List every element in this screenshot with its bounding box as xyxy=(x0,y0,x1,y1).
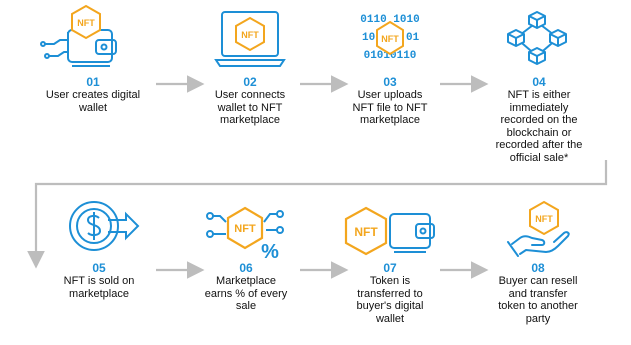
svg-text:NFT: NFT xyxy=(354,225,378,239)
step-01: 01 User creates digital wallet xyxy=(34,76,152,114)
step-number: 07 xyxy=(383,261,397,275)
step-number: 05 xyxy=(92,261,106,275)
step-description: NFT is either immediately recorded on th… xyxy=(495,89,583,164)
svg-text:01: 01 xyxy=(406,32,420,44)
step-description: Marketplace earns % of every sale xyxy=(204,275,288,312)
svg-text:NFT: NFT xyxy=(234,223,256,235)
step-number: 04 xyxy=(532,75,546,89)
step-number: 06 xyxy=(239,261,253,275)
svg-text:NFT: NFT xyxy=(381,34,399,44)
arrow-04-05 xyxy=(27,160,608,269)
svg-text:NFT: NFT xyxy=(241,30,259,40)
svg-text:0110 1010: 0110 1010 xyxy=(360,14,419,26)
nft-hexagon xyxy=(344,206,388,256)
step-description: Buyer can resell and transfer token to a… xyxy=(498,275,578,325)
step-description: User creates digital wallet xyxy=(45,89,141,114)
nft-hexagon xyxy=(226,206,264,250)
svg-text:NFT: NFT xyxy=(77,18,95,28)
hand-nft-icon: NFT xyxy=(507,200,570,257)
laptop-icon: NFT xyxy=(214,11,286,67)
step-03: 03 User uploads NFT file to NFT marketpl… xyxy=(330,76,450,127)
step-06: 06 Marketplace earns % of every sale xyxy=(186,262,306,313)
step-08: 08 Buyer can resell and transfer token t… xyxy=(476,262,600,325)
blockchain-icon xyxy=(507,11,567,65)
nft-percent-icon: NFT % xyxy=(206,206,284,262)
nft-hexagon xyxy=(235,16,265,52)
step-02: 02 User connects wallet to NFT marketpla… xyxy=(190,76,310,127)
wallet-icon: NFT xyxy=(40,4,117,67)
step-description: NFT is sold on marketplace xyxy=(63,275,135,300)
coin-sale-icon xyxy=(69,201,140,251)
step-number: 08 xyxy=(531,261,545,275)
nft-hexagon xyxy=(71,4,101,40)
binary-file-icon: 0110 1010 10 01 01010110 NFT xyxy=(360,14,420,62)
step-description: User connects wallet to NFT marketplace xyxy=(214,89,286,126)
step-04: 04 NFT is either immediately recorded on… xyxy=(476,76,602,164)
svg-text:10: 10 xyxy=(362,32,375,44)
step-number: 01 xyxy=(86,75,100,89)
svg-text:NFT: NFT xyxy=(535,214,553,224)
nft-hexagon xyxy=(529,200,559,236)
step-number: 02 xyxy=(243,75,257,89)
step-07: 07 Token is transferred to buyer's digit… xyxy=(334,262,446,325)
token-wallet-icon: NFT xyxy=(344,206,435,256)
step-description: Token is transferred to buyer's digital … xyxy=(356,275,424,325)
svg-text:%: % xyxy=(261,241,279,262)
nft-hexagon xyxy=(376,20,404,56)
step-number: 03 xyxy=(383,75,397,89)
svg-text:01010110: 01010110 xyxy=(364,50,417,62)
step-description: User uploads NFT file to NFT marketplace xyxy=(352,89,428,126)
step-05: 05 NFT is sold on marketplace xyxy=(40,262,158,300)
